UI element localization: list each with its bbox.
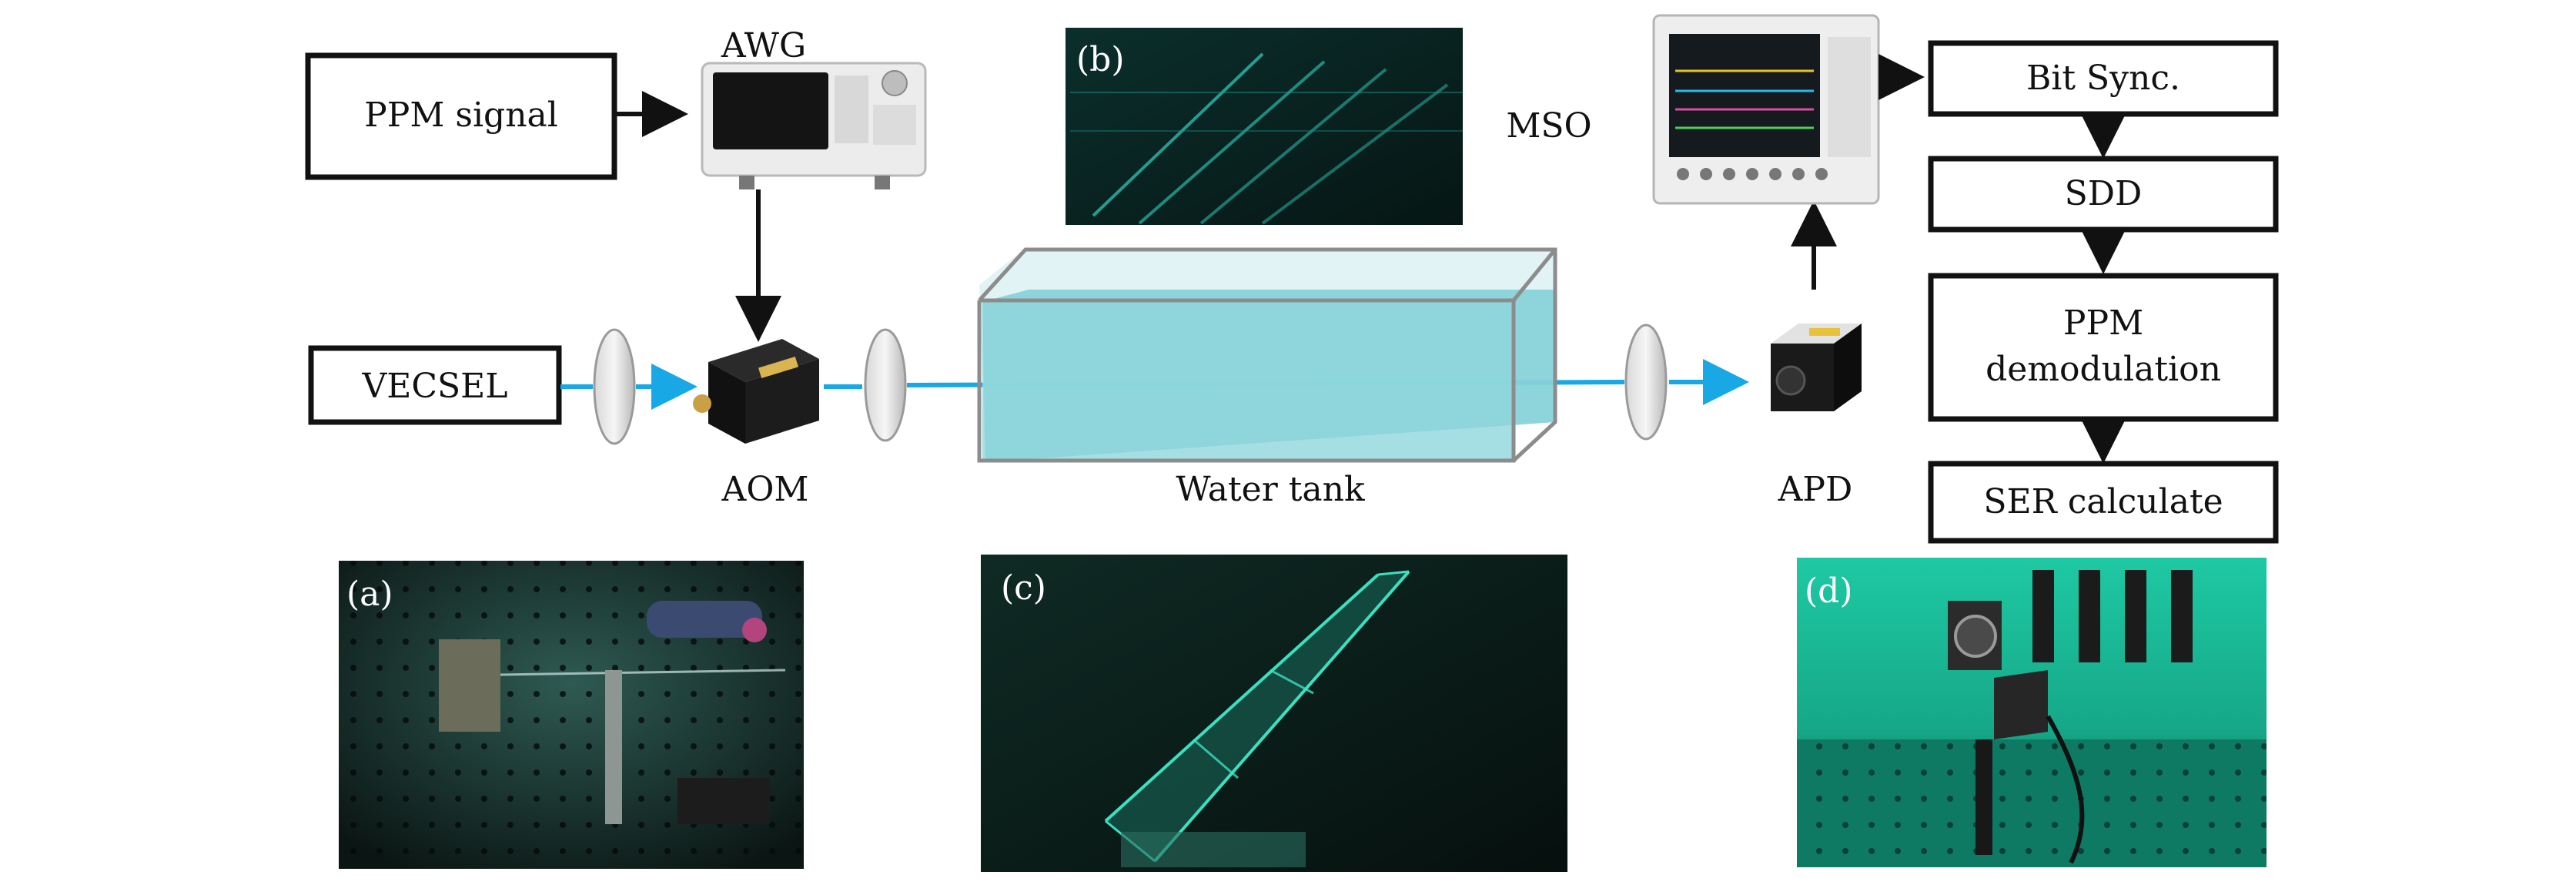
ppm-demodulation-label-1: PPM <box>2063 303 2143 343</box>
panel-a-label: (a) <box>346 575 393 614</box>
apd-label: APD <box>1778 470 1853 509</box>
ppm-demodulation-label-2: demodulation <box>1986 350 2221 389</box>
sdd-label: SDD <box>2065 174 2143 213</box>
photo-panel-b: (b) <box>1066 28 1463 225</box>
photo-panel-d: (d) <box>1797 558 2267 867</box>
vecsel-label: VECSEL <box>361 367 507 406</box>
sdd-block: SDD <box>1928 156 2279 233</box>
panel-c-label: (c) <box>1001 568 1046 608</box>
ppm-signal-label: PPM signal <box>364 96 558 135</box>
lens-3 <box>1624 323 1668 441</box>
apd-device <box>1771 323 1862 411</box>
ser-calculate-block: SER calculate <box>1928 461 2279 544</box>
water-tank <box>977 247 1557 463</box>
water-tank-label: Water tank <box>1176 470 1365 509</box>
lens-1 <box>593 328 636 445</box>
panel-b-label: (b) <box>1076 40 1125 79</box>
photo-panel-c: (c) <box>981 555 1567 872</box>
aom-device <box>693 339 819 444</box>
bit-sync-block: Bit Sync. <box>1928 40 2279 117</box>
mso-label: MSO <box>1506 106 1591 146</box>
mso-device <box>1652 14 1880 205</box>
ser-calculate-label: SER calculate <box>1983 482 2223 521</box>
panel-d-label: (d) <box>1805 572 1853 611</box>
vecsel-block: VECSEL <box>308 345 562 425</box>
awg-label: AWG <box>721 26 806 65</box>
bit-sync-label: Bit Sync. <box>2026 59 2180 98</box>
ppm-demodulation-block: PPM demodulation <box>1928 273 2279 422</box>
awg-device <box>701 62 927 189</box>
ppm-signal-block: PPM signal <box>305 52 617 180</box>
lens-2 <box>864 328 907 442</box>
photo-panel-a: (a) <box>339 561 804 869</box>
aom-label: AOM <box>721 470 809 509</box>
